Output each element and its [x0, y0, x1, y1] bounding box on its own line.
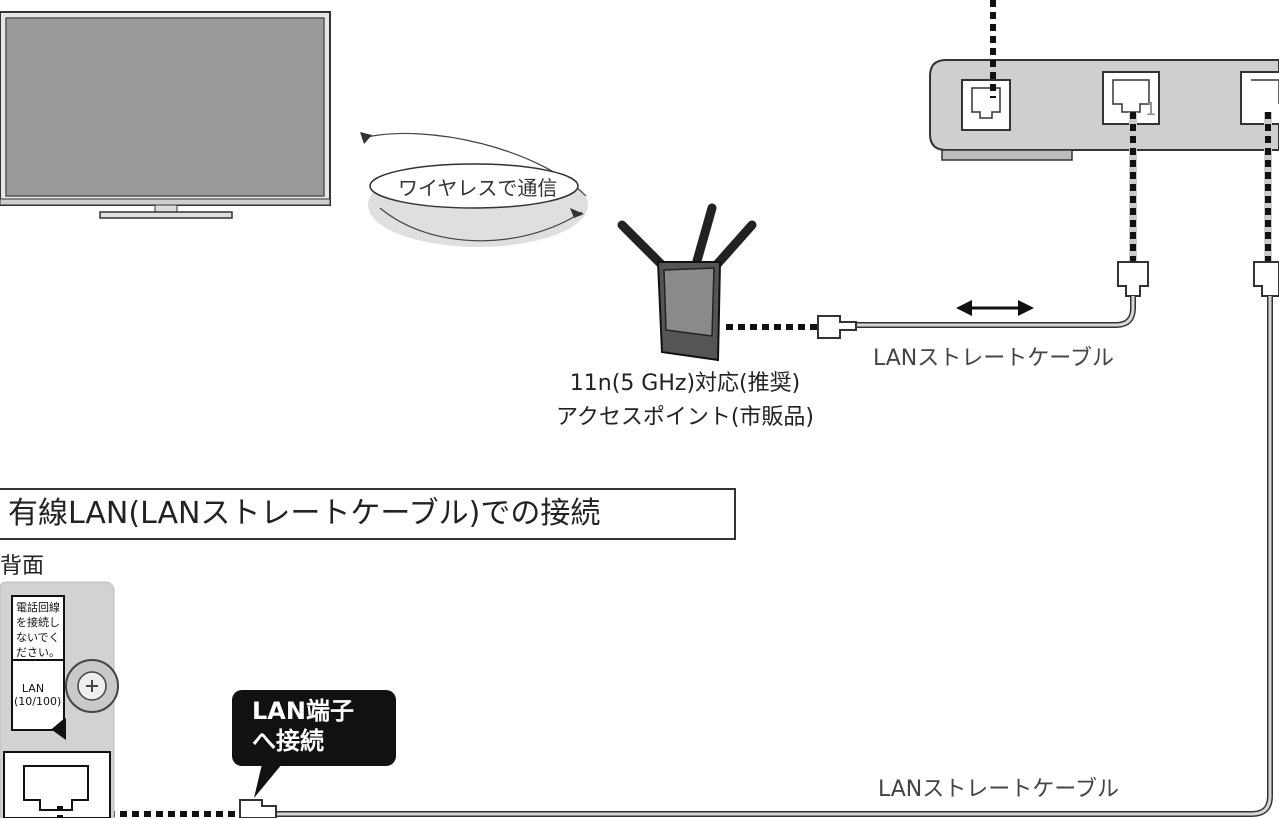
access-point-caption-line2: アクセスポイント(市販品): [555, 405, 815, 430]
tv-illustration: [0, 11, 331, 219]
wireless-swirl: [360, 132, 588, 247]
callout-line1: LAN端子: [252, 697, 354, 725]
rear-label: 背面: [0, 554, 45, 579]
cable-label-bottom: LANストレートケーブル: [878, 777, 1119, 802]
panel-warning-text: 電話回線を接続しないでください。: [16, 601, 60, 659]
router-port-number: 1: [1145, 99, 1157, 120]
cable-router-to-ap: [726, 112, 1149, 339]
router-illustration: [929, 59, 1279, 161]
tv-rear-panel: [0, 581, 119, 818]
section-title: 有線LAN(LANストレートケーブル)での接続: [0, 488, 736, 540]
lan-terminal-callout: LAN端子 へ接続: [232, 690, 396, 766]
access-point-caption-line1: 11n(5 GHz)対応(推奨): [569, 371, 801, 396]
callout-line2: へ接続: [252, 727, 324, 755]
wireless-label: ワイヤレスで通信: [398, 176, 558, 200]
access-point-caption: 11n(5 GHz)対応(推奨) アクセスポイント(市販品): [500, 367, 870, 435]
access-point-illustration: [617, 203, 757, 362]
cable-router-to-tv: [60, 112, 1279, 818]
cable-label-top: LANストレートケーブル: [873, 346, 1114, 371]
double-arrow-icon: [956, 300, 1034, 316]
callout-pointer: [254, 764, 282, 798]
panel-lan-port-label: LAN (10/100): [14, 682, 62, 708]
